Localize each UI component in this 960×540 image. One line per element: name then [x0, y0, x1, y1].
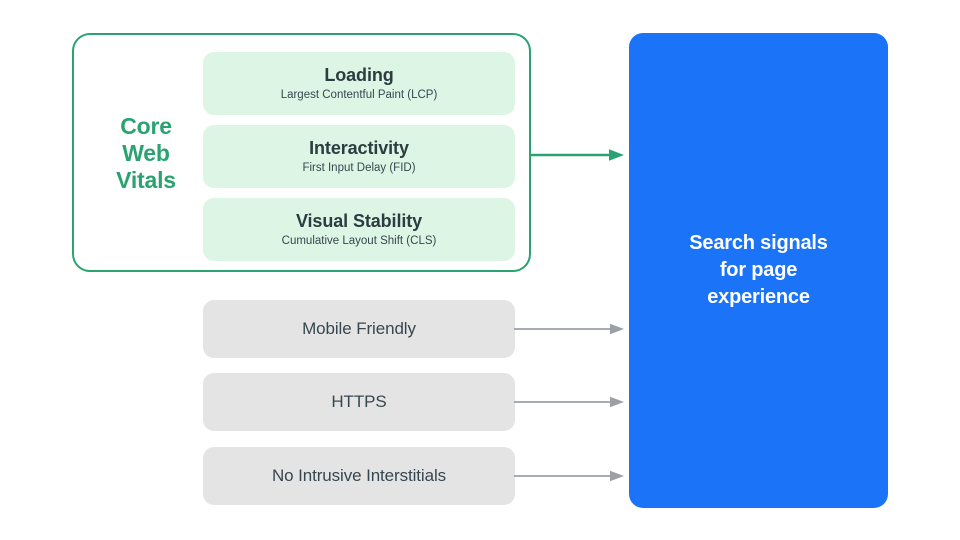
- mobile-friendly-arrow-icon: [514, 322, 625, 336]
- signal-box-no-intrusive-interstitials: No Intrusive Interstitials: [203, 447, 515, 505]
- signal-box-https: HTTPS: [203, 373, 515, 431]
- signal-label: No Intrusive Interstitials: [271, 466, 447, 485]
- metric-card-loading: Loading Largest Contentful Paint (LCP): [203, 52, 515, 115]
- search-signals-panel-text: Search signals for page experience: [689, 232, 828, 308]
- core-web-vitals-label: Core Web Vitals: [116, 113, 176, 193]
- metric-title: Interactivity: [309, 138, 409, 158]
- metric-title: Loading: [324, 65, 394, 85]
- metric-subtitle: First Input Delay (FID): [302, 162, 416, 174]
- core-web-vitals-group: [72, 33, 531, 272]
- metric-card-visual-stability: Visual Stability Cumulative Layout Shift…: [203, 198, 515, 261]
- metric-subtitle: Largest Contentful Paint (LCP): [280, 89, 438, 101]
- core-web-vitals-arrow-icon: [529, 148, 625, 162]
- search-signals-panel: Search signals for page experience: [629, 33, 888, 508]
- signal-box-mobile-friendly: Mobile Friendly: [203, 300, 515, 358]
- no-intrusive-interstitials-arrow-icon: [514, 469, 625, 483]
- https-arrow-icon: [514, 395, 625, 409]
- metric-subtitle: Cumulative Layout Shift (CLS): [281, 235, 437, 247]
- metric-card-interactivity: Interactivity First Input Delay (FID): [203, 125, 515, 188]
- signal-label: HTTPS: [331, 392, 387, 411]
- metric-title: Visual Stability: [295, 211, 423, 231]
- signal-label: Mobile Friendly: [302, 319, 416, 338]
